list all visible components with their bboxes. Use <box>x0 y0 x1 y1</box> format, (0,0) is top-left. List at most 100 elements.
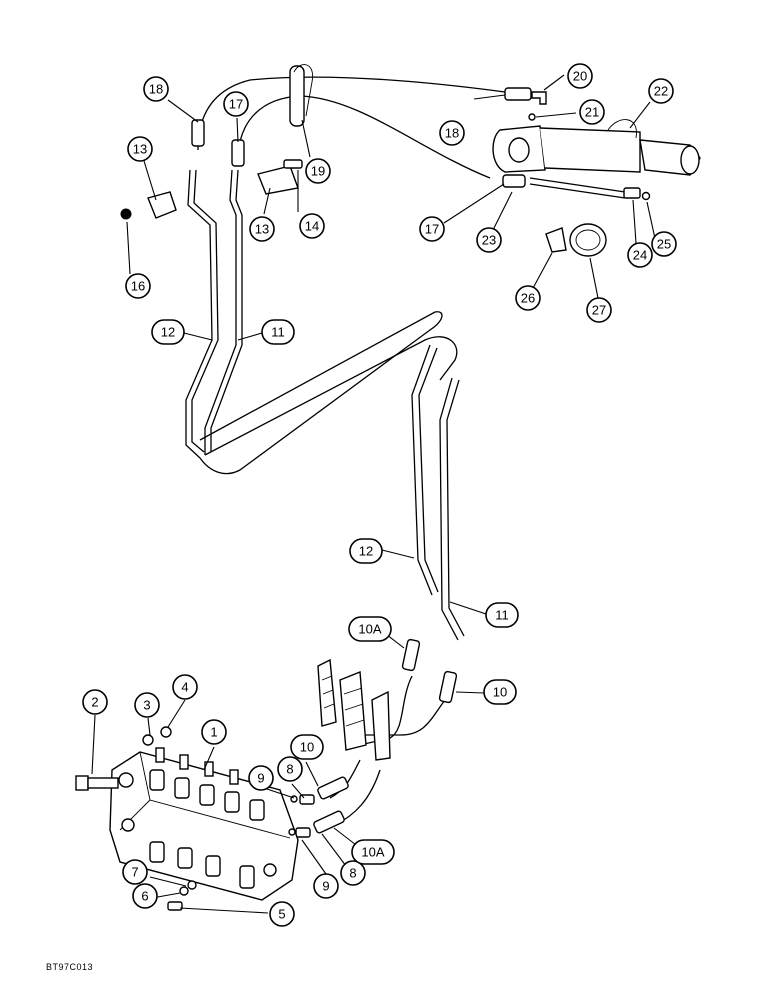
svg-text:17: 17 <box>229 97 243 112</box>
svg-text:12: 12 <box>359 544 373 559</box>
callout-10-right: 10 <box>483 679 517 705</box>
svg-text:8: 8 <box>349 866 356 881</box>
o-ring-9-lower <box>288 828 296 836</box>
svg-text:19: 19 <box>311 164 325 179</box>
tube-23-b <box>529 183 626 199</box>
callout-22: 22 <box>648 78 674 104</box>
svg-text:13: 13 <box>255 222 269 237</box>
callout-1: 1 <box>201 719 227 745</box>
svg-text:5: 5 <box>278 907 285 922</box>
clamp-27 <box>569 223 607 257</box>
callout-17-right: 17 <box>419 216 445 242</box>
callout-10a-upper: 10A <box>348 616 392 642</box>
svg-text:2: 2 <box>91 695 98 710</box>
nut-16 <box>120 208 132 220</box>
svg-text:11: 11 <box>271 325 285 340</box>
svg-text:4: 4 <box>181 680 188 695</box>
svg-text:8: 8 <box>286 762 293 777</box>
svg-text:10A: 10A <box>358 622 381 637</box>
parts <box>75 64 701 911</box>
callout-4: 4 <box>172 674 198 700</box>
bracket-26 <box>545 227 567 253</box>
svg-text:27: 27 <box>592 303 606 318</box>
hose-lower-b <box>360 699 446 736</box>
svg-text:3: 3 <box>143 698 150 713</box>
svg-text:11: 11 <box>495 608 509 623</box>
svg-text:10: 10 <box>300 740 314 755</box>
adapter-8-lower <box>295 827 311 838</box>
callout-10-lower: 10 <box>290 734 324 760</box>
bolt-5 <box>167 901 183 911</box>
fitting-10a-upper <box>401 638 421 672</box>
o-ring-25 <box>641 191 651 201</box>
upper-hose <box>197 76 506 151</box>
callout-23: 23 <box>476 227 502 253</box>
callout-18-left: 18 <box>143 76 169 102</box>
callout-14: 14 <box>299 213 325 239</box>
o-ring-21 <box>528 113 536 121</box>
tube-12-right-b <box>418 347 439 593</box>
tube-11-right-b <box>446 379 465 637</box>
svg-text:7: 7 <box>131 865 138 880</box>
callout-7: 7 <box>122 859 148 885</box>
washer-3 <box>142 734 154 746</box>
callout-26: 26 <box>515 285 541 311</box>
callout-5: 5 <box>269 901 295 927</box>
svg-text:20: 20 <box>573 69 587 84</box>
callout-13-right: 13 <box>249 216 275 242</box>
callout-21: 21 <box>579 99 605 125</box>
tube-11-left-b <box>210 169 243 452</box>
washer-6 <box>179 886 189 896</box>
tube-23 <box>529 177 626 193</box>
callout-17-left: 17 <box>223 91 249 117</box>
tube-12-left-b <box>191 169 219 453</box>
tube-12-left <box>185 169 213 459</box>
drawing-id-label: BT97C013 <box>46 962 94 972</box>
svg-text:22: 22 <box>654 84 668 99</box>
svg-text:18: 18 <box>445 126 459 141</box>
clamp-13-a <box>147 191 177 219</box>
callout-24: 24 <box>627 242 653 268</box>
cross-hose-b <box>204 336 458 456</box>
callout-16: 16 <box>125 273 151 299</box>
callout-8-lower: 8 <box>340 860 366 886</box>
callout-8-upper: 8 <box>277 756 303 782</box>
svg-text:10A: 10A <box>361 845 384 860</box>
svg-text:6: 6 <box>141 889 148 904</box>
callout-20: 20 <box>567 63 593 89</box>
clamp-27-inner <box>575 229 601 251</box>
callout-11-left: 11 <box>261 319 295 345</box>
svg-text:10: 10 <box>493 685 507 700</box>
cross-hose-a <box>199 311 443 475</box>
callout-2: 2 <box>82 689 108 715</box>
callout-12-right: 12 <box>349 538 383 564</box>
clamp-blocks <box>317 658 391 761</box>
svg-text:13: 13 <box>133 142 147 157</box>
fitting-18-right <box>504 87 532 101</box>
callout-25: 25 <box>651 231 677 257</box>
nut-4 <box>160 726 172 738</box>
callout-18-right: 18 <box>439 120 465 146</box>
svg-text:24: 24 <box>633 248 647 263</box>
callouts: 1 2 3 4 5 6 7 8 8 9 9 10 10 10A 10A 11 1… <box>82 63 677 927</box>
svg-text:12: 12 <box>161 325 175 340</box>
callout-27: 27 <box>586 297 612 323</box>
fitting-10a-lower <box>313 810 345 834</box>
tube-11-left <box>204 169 237 455</box>
fitting-10-lower <box>317 776 349 800</box>
clip-19 <box>289 65 305 127</box>
callout-12-left: 12 <box>151 319 185 345</box>
upper-hose-lower <box>237 95 491 179</box>
callout-9-lower: 9 <box>313 873 339 899</box>
svg-text:9: 9 <box>257 771 264 786</box>
bolt-14 <box>283 159 303 169</box>
svg-text:16: 16 <box>131 279 145 294</box>
cylinder-22 <box>492 119 701 176</box>
svg-text:23: 23 <box>482 233 496 248</box>
svg-text:9: 9 <box>322 879 329 894</box>
callout-10a-lower: 10A <box>351 839 395 865</box>
callout-6: 6 <box>132 883 158 909</box>
svg-text:26: 26 <box>521 291 535 306</box>
elbow-20 <box>531 91 547 105</box>
